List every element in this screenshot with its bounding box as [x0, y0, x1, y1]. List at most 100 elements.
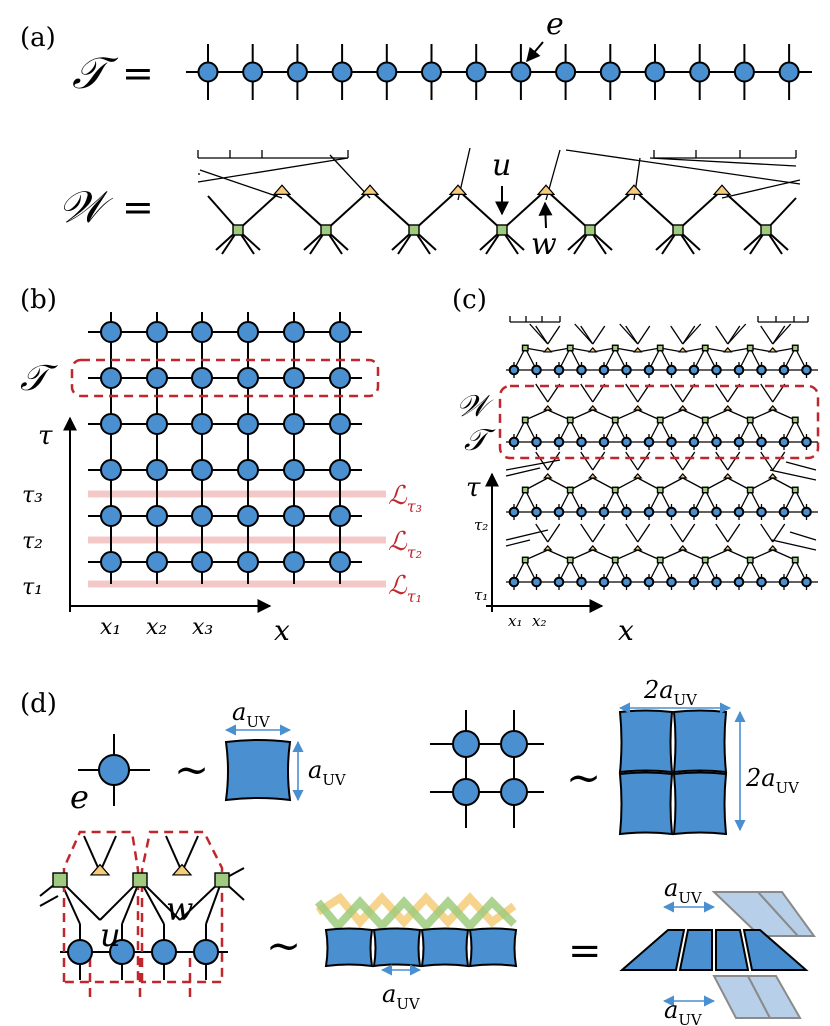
- isometry-c: [566, 344, 574, 352]
- x-tick: x₂: [146, 615, 167, 640]
- disentangler-c: [632, 472, 643, 479]
- disentangler: [536, 184, 556, 195]
- leg: [569, 477, 594, 491]
- leg: [704, 477, 729, 491]
- leg: [614, 409, 639, 421]
- tensor-node-c: [621, 436, 632, 448]
- tile-strip: [314, 892, 518, 968]
- leg: [565, 149, 801, 185]
- leg: [281, 189, 327, 231]
- grid-tensor: [146, 367, 168, 389]
- leg: [197, 157, 349, 183]
- x-tick: x₁: [100, 615, 121, 640]
- tensor-node-c: [711, 436, 722, 448]
- aUV-label-trap-bottom-main: a: [664, 996, 678, 1024]
- tensor-node-c: [576, 436, 587, 448]
- tensor-2x2-node: [452, 778, 480, 806]
- leg: [771, 539, 817, 551]
- tensor-node-c: [598, 364, 610, 376]
- tilde-1: ~: [174, 745, 209, 794]
- aUV-label-trap-top-sub: UV: [678, 889, 702, 907]
- isometry-d: [214, 872, 230, 888]
- leg: [181, 835, 199, 873]
- isometry-c: [791, 486, 799, 494]
- leg: [760, 325, 774, 345]
- tau-tick-c: τ₁: [474, 586, 488, 604]
- strip-tile: [468, 927, 518, 968]
- leg: [704, 549, 729, 561]
- tensor-node-d: [193, 939, 219, 965]
- tensor-node-c: [666, 506, 677, 518]
- x-tick-c: x₂: [532, 612, 546, 630]
- tensor-2x2-node: [452, 730, 480, 758]
- isometry: [320, 224, 332, 236]
- leg: [547, 409, 571, 421]
- tensor-node-c: [576, 364, 587, 376]
- leg: [457, 189, 503, 231]
- tensor-e-node: [331, 61, 353, 83]
- tensor-node-c: [598, 436, 610, 448]
- 2aUV-label-side-sub: UV: [776, 779, 800, 797]
- aUV-label-strip-main: a: [382, 980, 396, 1008]
- 2aUV-label-top: 2aUV: [643, 676, 697, 709]
- grid-tensor: [329, 413, 351, 435]
- tile-2x2: [618, 709, 728, 836]
- leg: [614, 549, 639, 561]
- 2aUV-label-side: 2aUV: [745, 764, 799, 797]
- leg: [772, 549, 796, 561]
- tensor-node-c: [598, 576, 610, 588]
- leg: [505, 467, 541, 477]
- leg: [670, 523, 684, 543]
- leg: [39, 895, 59, 907]
- leg: [769, 469, 817, 481]
- aUV-label-trap-bottom: aUV: [664, 996, 702, 1026]
- grid-tensor: [237, 413, 259, 435]
- label-u: u: [492, 148, 511, 183]
- leg: [727, 409, 751, 421]
- tensor-node-c: [621, 576, 632, 588]
- leg: [715, 523, 729, 543]
- tensor-node-c: [688, 364, 700, 376]
- isometry-c: [746, 486, 754, 494]
- 2aUV-label-top-main: 2a: [643, 676, 674, 704]
- leg: [547, 325, 561, 345]
- arrow-e: [526, 41, 544, 63]
- aUV-label-top-sub: UV: [246, 713, 270, 731]
- disentangler-c: [767, 544, 778, 551]
- leg: [547, 523, 561, 543]
- tensor-e-node: [644, 61, 666, 83]
- leg: [535, 383, 549, 403]
- tensor-e-node: [197, 61, 219, 83]
- arrow-w: [538, 201, 553, 229]
- leg: [727, 523, 741, 543]
- grid-tensor: [100, 551, 122, 573]
- isometry-c: [611, 556, 619, 564]
- trap-tile: [678, 929, 713, 971]
- leg: [535, 451, 549, 471]
- tensor-node-c: [553, 576, 565, 588]
- disentangler: [272, 184, 292, 195]
- leg: [99, 835, 117, 873]
- disentangler-c: [677, 472, 688, 479]
- tensor-e-node: [242, 61, 264, 83]
- grid-tensor: [283, 321, 305, 343]
- tau-tick: τ₃: [22, 483, 43, 508]
- aUV-label-top: aUV: [232, 698, 270, 731]
- light-tile: [746, 975, 802, 1019]
- leg: [625, 523, 639, 543]
- panel-a: (a) 𝒯 = e 𝒲 = u w: [20, 7, 812, 262]
- tensor-W-symbol: 𝒲: [58, 182, 114, 233]
- isometry-c: [656, 556, 664, 564]
- leg: [325, 189, 371, 231]
- tensor-2x2-node: [500, 778, 528, 806]
- leg: [670, 451, 684, 471]
- tensor-node-c: [643, 506, 655, 518]
- disentangler-c: [632, 404, 643, 411]
- leg: [569, 409, 594, 421]
- label-u-d: u: [100, 916, 121, 954]
- tensor-node-c: [508, 364, 520, 376]
- tensor-grid: [88, 312, 362, 584]
